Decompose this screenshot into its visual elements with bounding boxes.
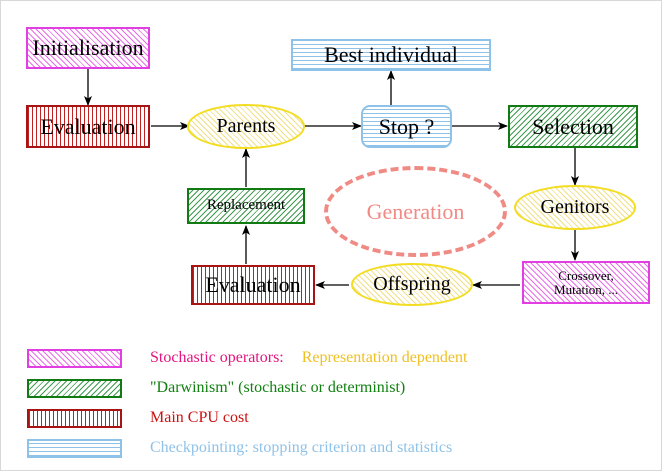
legend-swatch-red-hatch [27, 408, 122, 428]
node-crossover-mutation[interactable]: Crossover, Mutation, ... [522, 261, 650, 304]
node-generation-boundary: Generation [324, 166, 507, 257]
legend-swatch-blue-hatch [27, 438, 122, 458]
node-selection[interactable]: Selection [508, 105, 638, 148]
node-genitors[interactable]: Genitors [514, 185, 636, 230]
node-selection-label: Selection [532, 113, 614, 139]
node-best-individual[interactable]: Best individual [291, 39, 491, 71]
legend: Stochastic operators: Representation dep… [27, 345, 647, 465]
node-evaluation-top[interactable]: Evaluation [26, 105, 150, 148]
node-best-individual-label: Best individual [324, 42, 458, 68]
node-evaluation-bottom[interactable]: Evaluation [191, 265, 315, 305]
node-parents-label: Parents [216, 115, 276, 137]
legend-row-stochastic-operators: Stochastic operators: Representation dep… [27, 345, 647, 371]
legend-swatch-magenta-hatch [27, 348, 122, 368]
legend-swatch-green-hatch [27, 378, 122, 398]
node-stop-label: Stop ? [378, 113, 435, 139]
node-stop[interactable]: Stop ? [361, 105, 452, 148]
legend-row-main-cpu-cost: Main CPU cost [27, 405, 647, 431]
legend-label-stochastic-operators: Stochastic operators: Representation dep… [150, 349, 467, 367]
node-replacement-label: Replacement [206, 197, 286, 214]
legend-label-checkpointing: Checkpointing: stopping criterion and st… [150, 439, 453, 456]
node-offspring-label: Offspring [373, 273, 451, 295]
legend-row-checkpointing: Checkpointing: stopping criterion and st… [27, 435, 647, 461]
legend-row-darwinism: "Darwinism" (stochastic or determinist) [27, 375, 647, 401]
legend-label-darwinism: "Darwinism" (stochastic or determinist) [150, 379, 406, 396]
node-replacement[interactable]: Replacement [187, 188, 305, 224]
legend-text-stochastic-operators: Stochastic operators: [150, 349, 284, 366]
node-generation-label: Generation [366, 198, 465, 224]
node-offspring[interactable]: Offspring [351, 263, 473, 306]
legend-label-main-cpu-cost: Main CPU cost [150, 409, 249, 426]
node-evaluation-top-label: Evaluation [40, 113, 136, 139]
node-genitors-label: Genitors [540, 196, 610, 218]
node-initialisation[interactable]: Initialisation [26, 27, 150, 69]
node-crossover-label-line1: Crossover, [558, 267, 614, 283]
node-parents[interactable]: Parents [187, 104, 305, 149]
node-initialisation-label: Initialisation [32, 35, 144, 61]
node-crossover-label-line2: Mutation, ... [554, 281, 618, 297]
node-evaluation-bottom-label: Evaluation [205, 272, 301, 298]
legend-text-representation-dependent: Representation dependent [301, 349, 468, 366]
